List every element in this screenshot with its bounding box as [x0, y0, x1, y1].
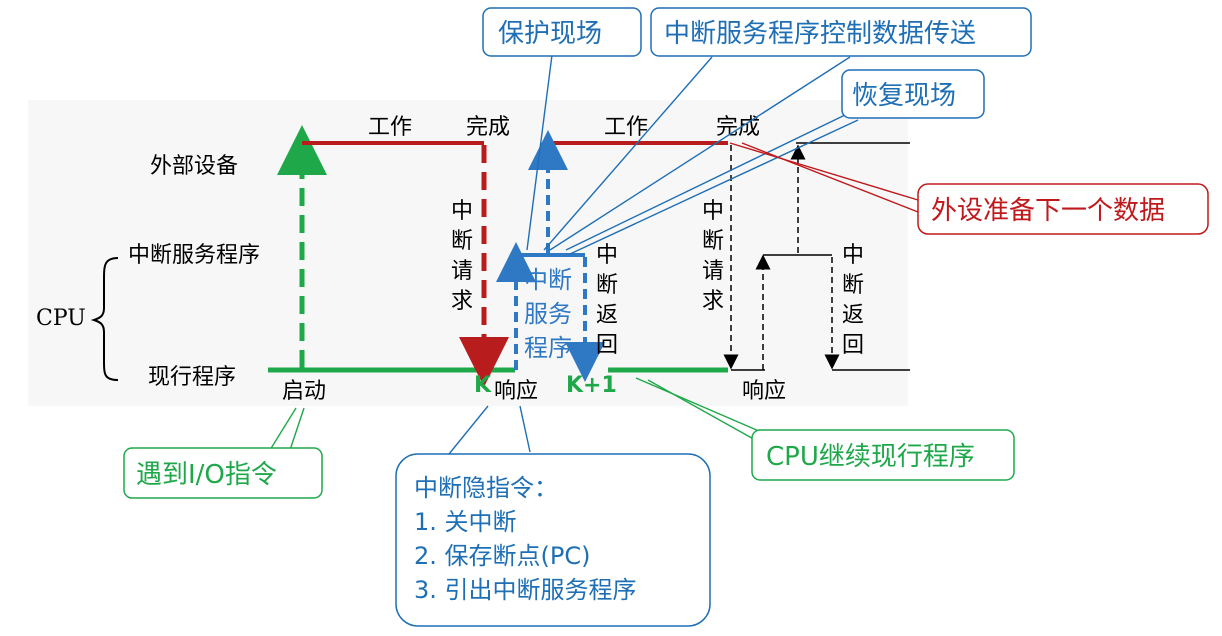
- callout-io-instruction: 遇到I/O指令: [123, 447, 323, 499]
- label-k: K: [474, 373, 492, 398]
- label-interrupt-request-1: 中 断 请 求: [451, 199, 473, 314]
- svg-text:服务: 服务: [524, 300, 572, 328]
- callout-restore-context: 恢复现场: [841, 69, 985, 119]
- svg-text:3. 引出中断服务程序: 3. 引出中断服务程序: [414, 576, 637, 604]
- cpu-brace: [90, 257, 119, 381]
- callout-cpu-continue: CPU继续现行程序: [751, 429, 1015, 481]
- label-interrupt-return-2: 中 断 返 回: [842, 243, 864, 358]
- svg-text:外设准备下一个数据: 外设准备下一个数据: [931, 196, 1165, 226]
- callout-device-next-data: 外设准备下一个数据: [917, 183, 1209, 235]
- callout-leaders-red: [729, 142, 919, 213]
- svg-text:请: 请: [451, 259, 473, 284]
- row-label-cpu: CPU: [36, 306, 86, 331]
- callout-leaders-blue: [435, 54, 859, 471]
- svg-text:2. 保存断点(PC): 2. 保存断点(PC): [414, 542, 590, 570]
- svg-text:恢复现场: 恢复现场: [852, 81, 956, 111]
- label-done-1: 完成: [466, 115, 510, 140]
- svg-text:返: 返: [596, 303, 618, 328]
- svg-text:断: 断: [842, 273, 864, 298]
- label-k-plus-1: K+1: [566, 373, 617, 398]
- svg-text:断: 断: [596, 273, 618, 298]
- callout-leaders-green: [269, 377, 767, 451]
- svg-text:程序: 程序: [524, 334, 572, 362]
- label-start: 启动: [282, 379, 326, 404]
- svg-text:断: 断: [702, 229, 724, 254]
- label-interrupt-request-2: 中 断 请 求: [702, 199, 724, 314]
- callout-isr-data-transfer: 中断服务程序控制数据传送: [650, 7, 1032, 57]
- label-isr-block: 中断 服务 程序: [524, 266, 572, 362]
- label-interrupt-return-1: 中 断 返 回: [596, 243, 618, 358]
- svg-text:回: 回: [596, 333, 618, 358]
- label-respond-1: 响应: [494, 379, 538, 404]
- svg-text:遇到I/O指令: 遇到I/O指令: [136, 460, 277, 490]
- callout-hidden-instruction: 中断隐指令： 1. 关中断 2. 保存断点(PC) 3. 引出中断服务程序: [395, 453, 711, 627]
- svg-text:回: 回: [842, 333, 864, 358]
- svg-text:中断服务程序控制数据传送: 中断服务程序控制数据传送: [664, 19, 976, 49]
- svg-text:中: 中: [842, 243, 864, 268]
- svg-text:中断隐指令：: 中断隐指令：: [414, 474, 558, 502]
- label-work-2: 工作: [604, 115, 648, 140]
- svg-text:中: 中: [702, 199, 724, 224]
- label-work-1: 工作: [368, 115, 412, 140]
- label-respond-2: 响应: [742, 379, 786, 404]
- row-label-external-device: 外部设备: [150, 154, 238, 179]
- svg-text:求: 求: [702, 289, 724, 314]
- callout-protect-context: 保护现场: [482, 7, 642, 57]
- svg-text:求: 求: [451, 289, 473, 314]
- row-label-current-program: 现行程序: [148, 365, 236, 390]
- svg-text:断: 断: [451, 229, 473, 254]
- row-label-interrupt-service: 中断服务程序: [128, 243, 260, 268]
- svg-text:返: 返: [842, 303, 864, 328]
- svg-text:请: 请: [702, 259, 724, 284]
- svg-text:中: 中: [596, 243, 618, 268]
- svg-text:中断: 中断: [524, 266, 572, 294]
- svg-text:中: 中: [451, 199, 473, 224]
- svg-text:保护现场: 保护现场: [498, 19, 602, 49]
- svg-text:CPU继续现行程序: CPU继续现行程序: [766, 442, 975, 472]
- svg-text:1. 关中断: 1. 关中断: [414, 508, 517, 536]
